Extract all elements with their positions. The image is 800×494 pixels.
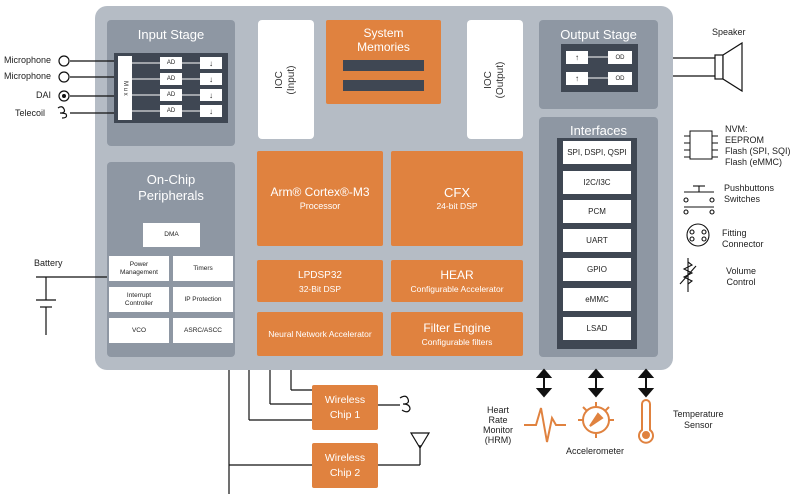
interface-pcm: PCM [563,200,631,223]
label-microphone-1: Microphone [4,55,52,65]
label-fitting: Fitting Connector [722,228,764,249]
label-temperature: Temperature Sensor [673,409,724,430]
lpdsp-title: LPDSP32 [298,269,342,281]
cfx-dsp: CFX 24-bit DSP [391,151,523,246]
fitting-connector-icon [686,223,710,247]
battery-icon [36,276,107,335]
accelerometer-icon [578,402,614,438]
filter-engine: Filter Engine Configurable filters [391,312,523,356]
ad-converter: AD [160,89,182,101]
interface-i2c: I2C/I3C [563,171,631,194]
microphone-icon [58,71,70,83]
hear-subtitle: Configurable Accelerator [410,283,504,294]
peripheral-ip-protection: IP Protection [173,287,233,312]
wireless-wiring [228,370,421,494]
label-hrm: Heart Rate Monitor (HRM) [483,405,514,445]
cortex-subtitle: Processor [299,201,341,211]
label-telecoil: Telecoil [15,108,46,118]
hear-accelerator: HEAR Configurable Accelerator [391,260,523,302]
lpdsp32: LPDSP32 32-Bit DSP [257,260,383,302]
od-outputs [588,56,608,79]
interfaces-title: Interfaces [569,123,628,138]
pushbutton-icon [683,185,715,215]
bidirectional-arrow-icon [637,368,655,398]
ad-converter: AD [160,57,182,69]
dai-icon [58,90,70,102]
mux-outputs [132,62,200,112]
wireless-chip-2: Wireless Chip 2 [312,443,378,488]
interface-emmc: eMMC [563,288,631,311]
interface-spi: SPI, DSPI, QSPI [563,141,631,164]
dma-block: DMA [143,223,200,247]
memory-bar [343,80,424,91]
label-accelerometer: Accelerometer [566,446,625,456]
ioc-input: IOC (Input) [258,20,314,139]
cfx-subtitle: 24-bit DSP [436,201,478,211]
label-pushbuttons: Pushbuttons Switches [724,183,775,204]
volume-control-icon [679,258,697,292]
down-arrow-icon: ↓ [200,89,222,101]
wireless-chip-1: Wireless Chip 1 [312,385,378,430]
up-arrow-icon: ↑ [566,51,588,64]
down-arrow-icon: ↓ [200,105,222,117]
hear-title: HEAR [440,267,474,282]
peripheral-timers: Timers [173,256,233,281]
label-speaker: Speaker [712,27,746,37]
down-arrow-icon: ↓ [200,57,222,69]
coil-icon [399,395,411,413]
nvm-chip-icon [684,130,718,160]
nna-title: Neural Network Accelerator [268,329,372,339]
neural-network-accelerator: Neural Network Accelerator [257,312,383,356]
on-chip-peripherals-title: On-Chip Peripherals [138,172,204,203]
output-driver: OD [608,72,632,85]
peripheral-interrupt-controller: Interrupt Controller [109,287,169,312]
ioc-output: IOC (Output) [467,20,523,139]
system-memories: System Memories [326,20,441,104]
output-stage-title: Output Stage [560,27,637,42]
filter-subtitle: Configurable filters [421,336,493,347]
label-nvm: NVM: EEPROM Flash (SPI, SQI) Flash (eMMC… [725,124,791,167]
cfx-title: CFX [444,185,470,200]
label-dai: DAI [36,90,52,100]
peripheral-vco: VCO [109,318,169,343]
thermometer-icon [638,399,654,444]
ad-converter: AD [160,73,182,85]
telecoil-icon [57,106,68,119]
ad-converter: AD [160,105,182,117]
cortex-title: Arm® Cortex®-M3 [270,185,370,199]
label-battery: Battery [34,258,63,268]
heart-rate-icon [524,407,566,443]
memory-bar [343,60,424,71]
input-stage-title: Input Stage [137,27,205,42]
label-volume: Volume Control [726,266,757,287]
interface-uart: UART [563,229,631,252]
mux-label: M u x [122,80,128,96]
up-arrow-icon: ↑ [566,72,588,85]
interface-gpio: GPIO [563,258,631,281]
speaker-icon [714,41,743,93]
wireless-chip-1-label: Wireless Chip 1 [324,393,366,421]
peripheral-asrc: ASRC/ASCC [173,318,233,343]
peripheral-power-management: Power Management [109,256,169,281]
down-arrow-icon: ↓ [200,73,222,85]
label-microphone-2: Microphone [4,71,52,81]
mux-block: M u x [118,56,132,120]
bidirectional-arrow-icon [535,368,553,398]
output-driver: OD [608,51,632,64]
microphone-icon [58,55,70,67]
wireless-chip-2-label: Wireless Chip 2 [324,451,366,479]
lpdsp-subtitle: 32-Bit DSP [298,283,342,294]
filter-title: Filter Engine [423,320,491,335]
cortex-m3-processor: Arm® Cortex®-M3 Processor [257,151,383,246]
system-memories-title: System Memories [357,26,410,54]
bidirectional-arrow-icon [587,368,605,398]
antenna-icon [409,432,431,450]
interface-lsad: LSAD [563,317,631,340]
